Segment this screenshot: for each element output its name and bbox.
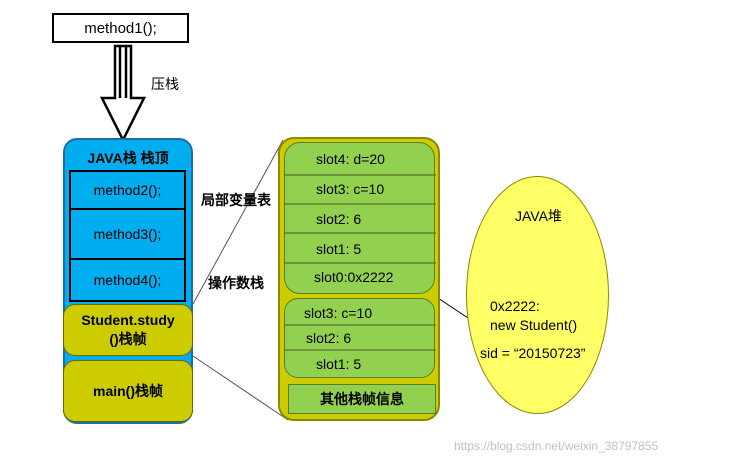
heap-address: 0x2222: bbox=[490, 298, 540, 314]
lv-slot0: slot0:0x2222 bbox=[314, 269, 394, 285]
other-frame-info-label: 其他栈帧信息 bbox=[320, 391, 404, 407]
other-frame-info: 其他栈帧信息 bbox=[288, 384, 436, 414]
heap-field: sid = “20150723” bbox=[480, 345, 586, 361]
lv-slot4: slot4: d=20 bbox=[316, 151, 385, 167]
operand-dividers bbox=[284, 324, 436, 351]
watermark: https://blog.csdn.net/weixin_38797855 bbox=[454, 439, 659, 453]
frame-method2: method2(); bbox=[69, 170, 186, 210]
op-slot3: slot3: c=10 bbox=[304, 305, 373, 321]
local-variable-table-label: 局部变量表 bbox=[201, 192, 271, 208]
method1-call-box: method1(); bbox=[52, 13, 189, 43]
main-frame: main()栈帧 bbox=[63, 360, 193, 422]
heap-title: JAVA堆 bbox=[515, 208, 562, 224]
operand-stack-label: 操作数栈 bbox=[208, 275, 264, 291]
connector-bottom-line bbox=[192, 355, 289, 421]
heap-object: new Student() bbox=[490, 317, 578, 333]
student-study-frame: Student.study ()栈帧 bbox=[63, 304, 193, 356]
frame-method2-label: method2(); bbox=[93, 182, 162, 198]
method1-call-label: method1(); bbox=[84, 19, 157, 37]
operand-stack bbox=[284, 298, 435, 378]
local-variable-table bbox=[284, 142, 435, 294]
local-variable-dividers bbox=[284, 174, 436, 264]
frame-method4-label: method4(); bbox=[93, 272, 162, 288]
op-slot2: slot2: 6 bbox=[306, 330, 352, 346]
op-slot1: slot1: 5 bbox=[316, 356, 362, 372]
java-heap bbox=[466, 176, 609, 414]
lv-slot2: slot2: 6 bbox=[316, 211, 362, 227]
lv-slot1: slot1: 5 bbox=[316, 241, 362, 257]
frame-method3: method3(); bbox=[69, 210, 186, 258]
push-arrow-icon bbox=[100, 44, 147, 142]
push-label: 压栈 bbox=[151, 76, 179, 92]
lv-slot3: slot3: c=10 bbox=[316, 181, 385, 197]
connector-top-line bbox=[192, 139, 284, 305]
frame-method3-label: method3(); bbox=[93, 226, 162, 242]
java-stack-title: JAVA栈 栈顶 bbox=[87, 150, 169, 166]
frame-method4: method4(); bbox=[69, 258, 186, 302]
